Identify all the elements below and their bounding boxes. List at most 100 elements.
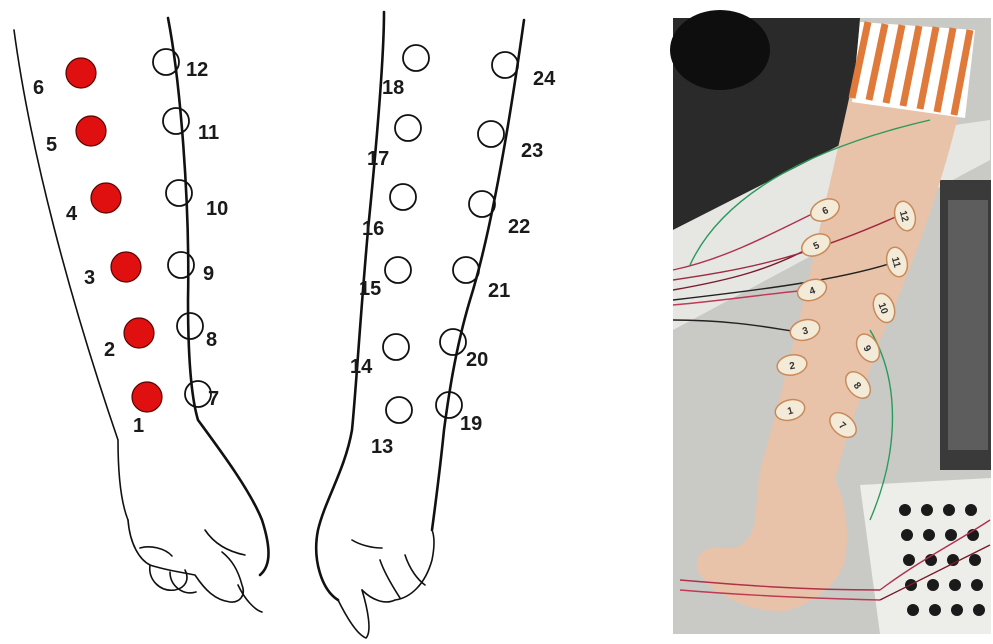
left-hand-crease-1 <box>140 547 172 556</box>
right-electrode-18: 18 <box>382 45 429 99</box>
inactive-electrode-marker <box>385 257 411 283</box>
active-electrode-marker <box>124 318 154 348</box>
electrode-number-label: 6 <box>33 77 44 99</box>
left-electrode-3: 3 <box>84 252 141 289</box>
electrode-number-label: 13 <box>371 436 393 458</box>
left-forearm-drawing <box>14 18 269 612</box>
inactive-electrode-marker <box>492 52 518 78</box>
electrode-number-label: 24 <box>533 68 556 90</box>
amplifier-socket <box>943 504 955 516</box>
right-electrode-24: 24 <box>492 52 556 90</box>
active-electrode-marker <box>66 58 96 88</box>
left-electrode-4: 4 <box>66 183 121 225</box>
right-hand-finger-crease-1 <box>380 560 400 598</box>
electrode-layer: 123456789101112131415161718192021222324 <box>33 45 556 458</box>
electrode-number-label: 17 <box>367 148 389 170</box>
electrode-number-label: 5 <box>46 134 57 156</box>
left-hand-finger-1 <box>150 565 187 590</box>
right-electrode-15: 15 <box>359 257 411 300</box>
right-electrode-20: 20 <box>440 329 488 371</box>
amplifier-socket <box>971 579 983 591</box>
right-hand-index-finger <box>338 590 369 638</box>
photo-chair-object <box>670 10 770 90</box>
electrode-number-label: 2 <box>104 339 115 361</box>
photo-laptop-screen <box>948 200 988 450</box>
inactive-electrode-marker <box>383 334 409 360</box>
electrode-number-label: 8 <box>206 329 217 351</box>
inactive-electrode-marker <box>177 313 203 339</box>
amplifier-socket <box>949 579 961 591</box>
electrode-number-label: 3 <box>84 267 95 289</box>
electrode-number-label: 16 <box>362 218 384 240</box>
electrode-number-label: 12 <box>186 59 208 81</box>
left-arm-ulnar-edge <box>168 18 269 575</box>
amplifier-socket <box>973 604 985 616</box>
amplifier-socket <box>907 604 919 616</box>
amplifier-socket <box>965 504 977 516</box>
electrode-number-label: 22 <box>508 216 530 238</box>
amplifier-socket <box>945 529 957 541</box>
inactive-electrode-marker <box>453 257 479 283</box>
amplifier-socket <box>969 554 981 566</box>
electrode-number-label: 1 <box>133 415 144 437</box>
right-forearm-drawing <box>316 12 524 638</box>
left-electrode-9: 9 <box>168 252 214 285</box>
electrode-number-label: 20 <box>466 349 488 371</box>
electrode-number-label: 19 <box>460 413 482 435</box>
left-electrode-8: 8 <box>177 313 217 351</box>
left-electrode-10: 10 <box>166 180 228 220</box>
active-electrode-marker <box>132 382 162 412</box>
electrode-number-label: 15 <box>359 278 381 300</box>
right-electrode-22: 22 <box>469 191 530 238</box>
electrode-number-label: 18 <box>382 77 404 99</box>
amplifier-socket <box>927 579 939 591</box>
left-electrode-7: 7 <box>185 381 219 410</box>
amplifier-socket <box>903 554 915 566</box>
left-electrode-12: 12 <box>153 49 208 81</box>
amplifier-socket <box>899 504 911 516</box>
left-electrode-1: 1 <box>132 382 162 437</box>
right-electrode-13: 13 <box>371 397 412 458</box>
inactive-electrode-marker <box>390 184 416 210</box>
left-hand-thumb <box>238 585 262 612</box>
electrode-number-label: 7 <box>208 388 219 410</box>
electrode-number-label: 4 <box>66 203 78 225</box>
left-electrode-5: 5 <box>46 116 106 156</box>
electrode-number-label: 9 <box>203 263 214 285</box>
left-electrode-2: 2 <box>104 318 154 361</box>
inactive-electrode-marker <box>403 45 429 71</box>
right-hand-finger-crease-2 <box>405 555 425 585</box>
electrode-number-label: 10 <box>206 198 228 220</box>
right-hand-knuckles <box>362 530 434 602</box>
inactive-electrode-marker <box>168 252 194 278</box>
right-arm-radial-edge <box>316 12 384 600</box>
inactive-electrode-marker <box>166 180 192 206</box>
right-electrode-21: 21 <box>453 257 510 302</box>
amplifier-socket <box>929 604 941 616</box>
electrode-number-label: 21 <box>488 280 510 302</box>
active-electrode-marker <box>111 252 141 282</box>
left-electrode-11: 11 <box>163 108 219 144</box>
electrode-number-label: 14 <box>350 356 373 378</box>
inactive-electrode-marker <box>163 108 189 134</box>
right-hand-palm-crease <box>352 540 382 548</box>
inactive-electrode-marker <box>395 115 421 141</box>
inactive-electrode-marker <box>469 191 495 217</box>
inactive-electrode-marker <box>386 397 412 423</box>
active-electrode-marker <box>76 116 106 146</box>
right-electrode-23: 23 <box>478 121 543 162</box>
left-hand-palm <box>128 520 243 602</box>
left-hand-crease-2 <box>205 530 245 555</box>
inactive-electrode-marker <box>440 329 466 355</box>
left-electrode-6: 6 <box>33 58 96 99</box>
active-electrode-marker <box>91 183 121 213</box>
left-arm-radial-edge <box>14 30 128 520</box>
amplifier-socket <box>951 604 963 616</box>
electrode-number-label: 11 <box>198 122 219 144</box>
amplifier-socket <box>921 504 933 516</box>
electrode-number-label: 23 <box>521 140 543 162</box>
amplifier-socket <box>901 529 913 541</box>
amplifier-socket <box>923 529 935 541</box>
